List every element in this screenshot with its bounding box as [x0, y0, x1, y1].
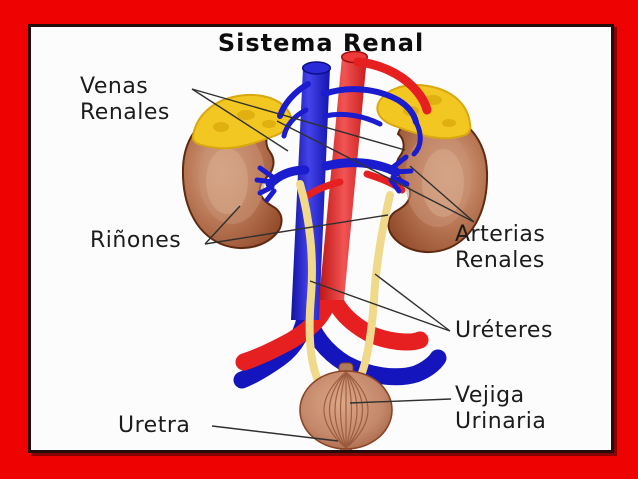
leader-line-vejiga-urinaria [349, 398, 452, 404]
bladder [299, 362, 393, 450]
label-vejiga-urinaria: Vejiga Urinaria [455, 383, 547, 434]
right-kidney [387, 110, 489, 253]
label-arterias-renales: Arterias Renales [455, 222, 546, 273]
label-venas-renales: Venas Renales [80, 74, 170, 125]
diagram-title: Sistema Renal [217, 29, 425, 57]
leader-line-arterias-renales [276, 120, 475, 223]
renal-system-illustration [181, 50, 489, 450]
right-ureter [348, 191, 394, 391]
renal-veins [254, 81, 423, 203]
label-uretra: Uretra [118, 413, 191, 438]
label-ureteres: Uréteres [455, 318, 553, 343]
label-rinones: Riñones [90, 228, 182, 253]
leader-line-rinones [204, 205, 389, 245]
leader-line-uretra [211, 425, 339, 442]
leader-line-venas-renales [191, 88, 406, 152]
leader-line-ureteres [309, 273, 451, 332]
diagram-panel: Sistema Renal [28, 24, 614, 453]
